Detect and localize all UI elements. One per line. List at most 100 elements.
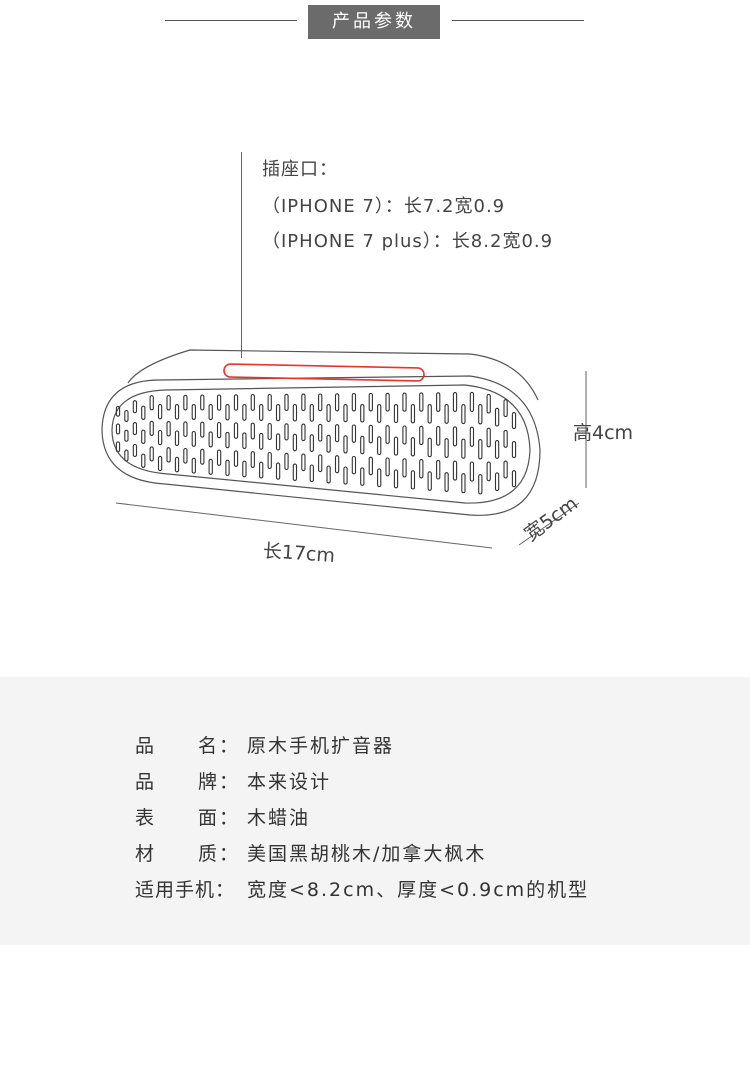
grille-slot xyxy=(301,393,306,412)
grille-slot xyxy=(115,405,121,417)
grille-slot xyxy=(275,462,281,480)
spec-label: 品 牌： xyxy=(135,771,241,793)
grille-slot xyxy=(284,423,289,441)
grille-slot xyxy=(478,474,483,495)
grille-slot xyxy=(157,404,163,420)
phone-slot xyxy=(223,363,425,382)
grille-slot xyxy=(368,424,373,444)
grille-slot xyxy=(469,461,475,482)
grille-slot xyxy=(124,429,129,442)
grille-slot xyxy=(318,423,323,442)
grille-slot xyxy=(511,412,517,430)
grille-slot xyxy=(275,433,281,451)
grille-slot xyxy=(301,453,306,472)
header-left-line xyxy=(165,20,297,21)
grille-slot xyxy=(469,426,475,447)
grille-slot xyxy=(267,393,272,412)
grille-slot xyxy=(149,395,154,411)
grille-slot xyxy=(427,471,432,491)
grille-slot xyxy=(419,459,424,479)
spec-row-material: 材 质：美国黑胡桃木/加拿大枫木 xyxy=(135,839,486,866)
grille-slot xyxy=(368,456,373,476)
grille-slot xyxy=(351,455,357,475)
grille-slot xyxy=(385,425,390,445)
grille-slot xyxy=(377,404,382,423)
grille-slot xyxy=(157,455,163,472)
spec-row-name: 品 名：原木手机扩音器 xyxy=(135,731,394,758)
grille-slot xyxy=(309,404,314,422)
grille-slot xyxy=(494,472,500,492)
grille-slot xyxy=(267,422,272,441)
grille-slot xyxy=(402,392,407,412)
grille-slot xyxy=(478,404,483,425)
grille-slot xyxy=(444,404,449,424)
grille-slot xyxy=(132,443,138,458)
grille-slot xyxy=(250,394,255,411)
grille-slot xyxy=(334,424,340,443)
length-dimension-line xyxy=(115,502,493,549)
width-dimension-line xyxy=(518,502,580,546)
grille-slot xyxy=(351,393,357,412)
grille-slot xyxy=(216,394,222,411)
speaker-illustration xyxy=(101,349,587,549)
grille-slot xyxy=(259,404,264,421)
grille-slot xyxy=(511,441,517,459)
grille-slot xyxy=(503,399,508,418)
grille-slot xyxy=(402,458,407,478)
spec-panel: 品 名：原木手机扩音器 品 牌：本来设计 表 面：木蜡油 材 质：美国黑胡桃木/… xyxy=(0,677,750,945)
grille-slot xyxy=(292,463,298,482)
grille-slot xyxy=(225,404,230,421)
grille-slot xyxy=(191,404,196,420)
grille-slot xyxy=(318,454,323,473)
grille-slot xyxy=(436,426,441,446)
grille-slot xyxy=(208,404,213,421)
height-label: 高4cm xyxy=(573,422,634,444)
grille-slot xyxy=(166,447,171,463)
spec-value: 美国黑胡桃木/加拿大枫木 xyxy=(247,843,487,865)
grille-slot xyxy=(427,437,432,458)
grille-slot xyxy=(141,405,146,420)
grille-slot xyxy=(377,436,382,456)
grille-slot xyxy=(166,394,171,411)
grille-slot xyxy=(208,458,213,475)
spec-row-surface: 表 面：木蜡油 xyxy=(135,803,310,830)
grille-slot xyxy=(393,469,399,489)
grille-slot xyxy=(216,421,222,439)
grille-slot xyxy=(124,449,129,462)
speaker-top-face xyxy=(127,349,539,401)
grille-slot xyxy=(183,447,188,464)
grille-slot xyxy=(242,404,247,421)
speaker-grille xyxy=(115,391,517,495)
grille-slot xyxy=(208,431,213,448)
grille-slot xyxy=(343,466,348,485)
grille-slot xyxy=(216,449,222,466)
grille-slot xyxy=(444,438,449,458)
slot-title: 插座口： xyxy=(262,159,338,180)
grille-slot xyxy=(225,431,230,449)
grille-slot xyxy=(393,404,399,424)
grille-slot xyxy=(115,441,121,453)
grille-slot xyxy=(478,439,483,460)
grille-slot xyxy=(469,391,475,413)
spec-value: 原木手机扩音器 xyxy=(247,735,395,757)
grille-slot xyxy=(259,461,264,479)
grille-slot xyxy=(292,433,298,452)
grille-slot xyxy=(166,421,171,437)
grille-slot xyxy=(233,450,239,467)
grille-slot xyxy=(326,434,331,453)
grille-slot xyxy=(318,393,323,412)
grille-slot xyxy=(200,394,205,411)
grille-slot xyxy=(242,432,247,450)
grille-slot xyxy=(343,435,348,454)
grille-slot xyxy=(115,423,121,435)
slot-spec-iphone7-plus: （IPHONE 7 plus）：长8.2宽0.9 xyxy=(262,231,554,252)
grille-slot xyxy=(141,453,146,468)
grille-slot xyxy=(452,392,458,413)
grille-slot xyxy=(267,451,272,470)
grille-slot xyxy=(360,404,365,423)
spec-row-brand: 品 牌：本来设计 xyxy=(135,767,331,794)
grille-slot xyxy=(242,460,247,478)
length-label: 长17cm xyxy=(262,540,336,568)
spec-label: 适用手机： xyxy=(135,879,236,901)
grille-slot xyxy=(360,467,365,486)
